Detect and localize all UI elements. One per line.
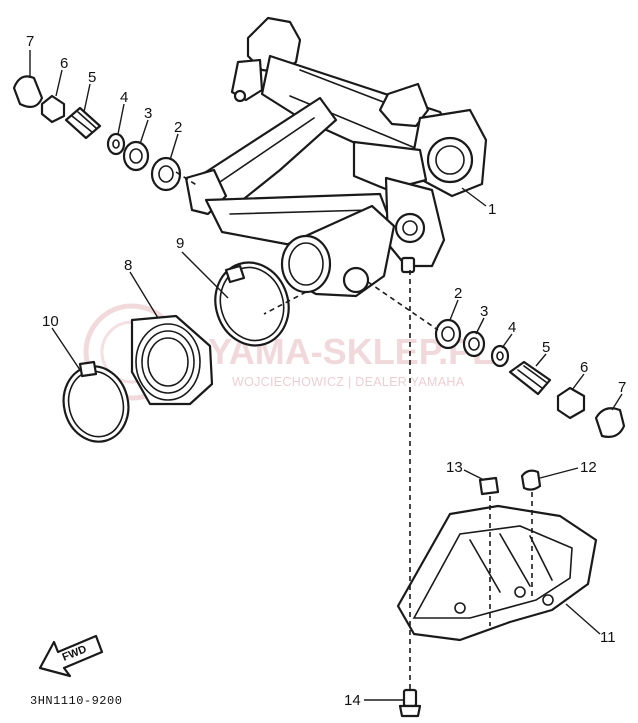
callout-11: 11 [600, 629, 616, 646]
callout-7-left: 7 [26, 33, 34, 50]
callout-3-left: 3 [144, 105, 152, 122]
chain-guard [396, 469, 598, 718]
callout-7-right: 7 [618, 379, 626, 396]
callout-2-right: 2 [454, 285, 462, 302]
swingarm [184, 16, 488, 298]
callout-13: 13 [446, 459, 463, 476]
watermark-subtitle: WOJCIECHOWICZ | DEALER YAMAHA [232, 375, 465, 389]
watermark: YAMA-SKLEP.PL WOJCIECHOWICZ | DEALER YAM… [83, 303, 494, 401]
callout-6-left: 6 [60, 55, 68, 72]
callout-3-right: 3 [480, 303, 488, 320]
callout-2-left: 2 [174, 119, 182, 136]
callout-4-right: 4 [508, 319, 516, 336]
fwd-arrow: FWD [38, 634, 104, 678]
callout-1: 1 [488, 201, 496, 218]
callout-5-left: 5 [88, 69, 96, 86]
callout-4-left: 4 [120, 89, 128, 106]
callout-8: 8 [124, 257, 132, 274]
callout-5-right: 5 [542, 339, 550, 356]
callout-12: 12 [580, 459, 597, 476]
boot-and-bands [62, 261, 290, 443]
right-hardware [434, 318, 626, 438]
assembly-lines [175, 171, 533, 690]
callout-14: 14 [344, 692, 361, 709]
left-hardware [12, 75, 182, 192]
callout-leaders [29, 50, 623, 701]
callout-6-right: 6 [580, 359, 588, 376]
callout-9: 9 [176, 235, 184, 252]
catalog-code: 3HN1110-9200 [30, 694, 122, 708]
callouts: 7 6 5 4 3 2 1 9 8 10 2 3 4 5 6 7 13 12 1… [26, 33, 626, 709]
callout-10: 10 [42, 313, 59, 330]
